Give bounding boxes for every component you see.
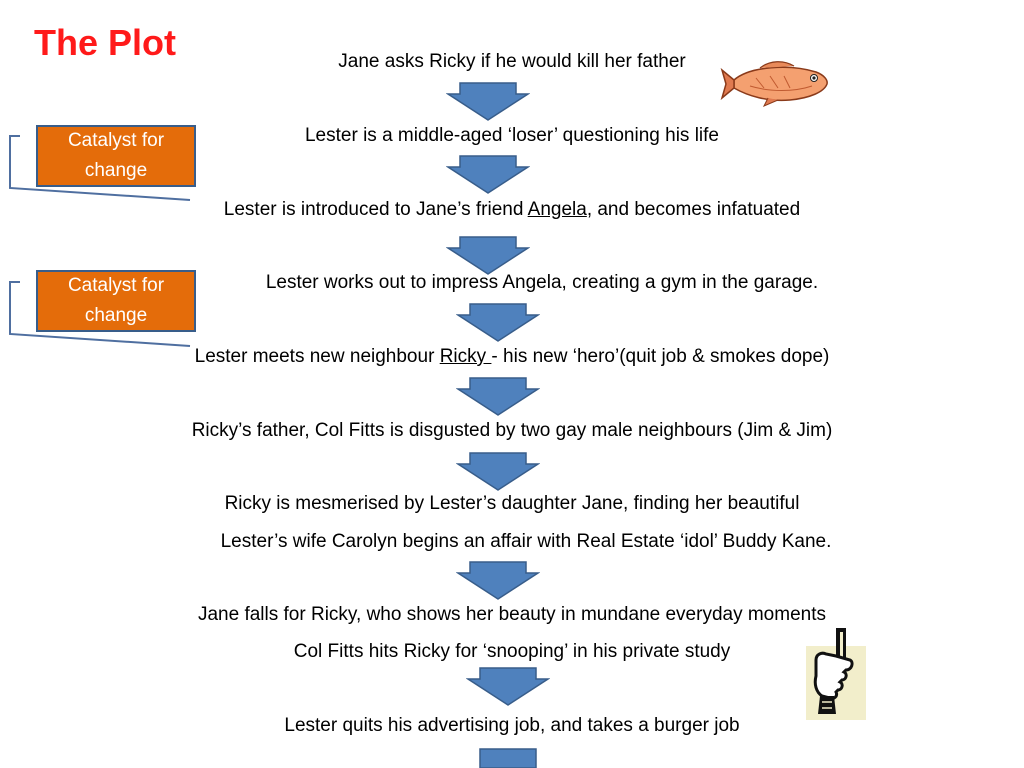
down-arrow — [456, 561, 540, 600]
plot-step-10: Col Fitts hits Ricky for ‘snooping’ in h… — [293, 641, 731, 662]
plot-step-5: Lester meets new neighbour Ricky - his n… — [194, 346, 830, 367]
down-arrow — [479, 748, 537, 768]
plot-step-1: Jane asks Ricky if he would kill her fat… — [338, 51, 686, 72]
catalyst-label: Catalyst for change — [67, 275, 165, 326]
catalyst-box: Catalyst for change — [36, 270, 196, 332]
down-arrow — [456, 303, 540, 342]
fish-icon — [720, 61, 828, 107]
plot-step-6: Ricky’s father, Col Fitts is disgusted b… — [191, 420, 833, 441]
down-arrow — [446, 236, 530, 275]
plot-step-9: Jane falls for Ricky, who shows her beau… — [197, 604, 826, 625]
down-arrow — [466, 667, 550, 706]
pointing-hand-icon — [806, 628, 866, 720]
catalyst-label: Catalyst for change — [67, 130, 165, 181]
plot-step-2: Lester is a middle-aged ‘loser’ question… — [304, 125, 719, 146]
page-title: The Plot — [34, 22, 176, 63]
angela-link[interactable]: Angela — [527, 199, 587, 220]
catalyst-box: Catalyst for change — [36, 125, 196, 187]
down-arrow — [446, 155, 530, 194]
ricky-link[interactable]: Ricky — [439, 346, 492, 367]
plot-step-7: Ricky is mesmerised by Lester’s daughter… — [224, 493, 800, 514]
down-arrow — [456, 452, 540, 491]
down-arrow — [446, 82, 530, 121]
down-arrow — [456, 377, 540, 416]
plot-step-3: Lester is introduced to Jane’s friend An… — [223, 199, 801, 220]
plot-step-4: Lester works out to impress Angela, crea… — [265, 272, 819, 293]
catalyst-brackets — [9, 135, 191, 347]
plot-step-11: Lester quits his advertising job, and ta… — [284, 715, 740, 736]
plot-step-8: Lester’s wife Carolyn begins an affair w… — [220, 531, 832, 552]
